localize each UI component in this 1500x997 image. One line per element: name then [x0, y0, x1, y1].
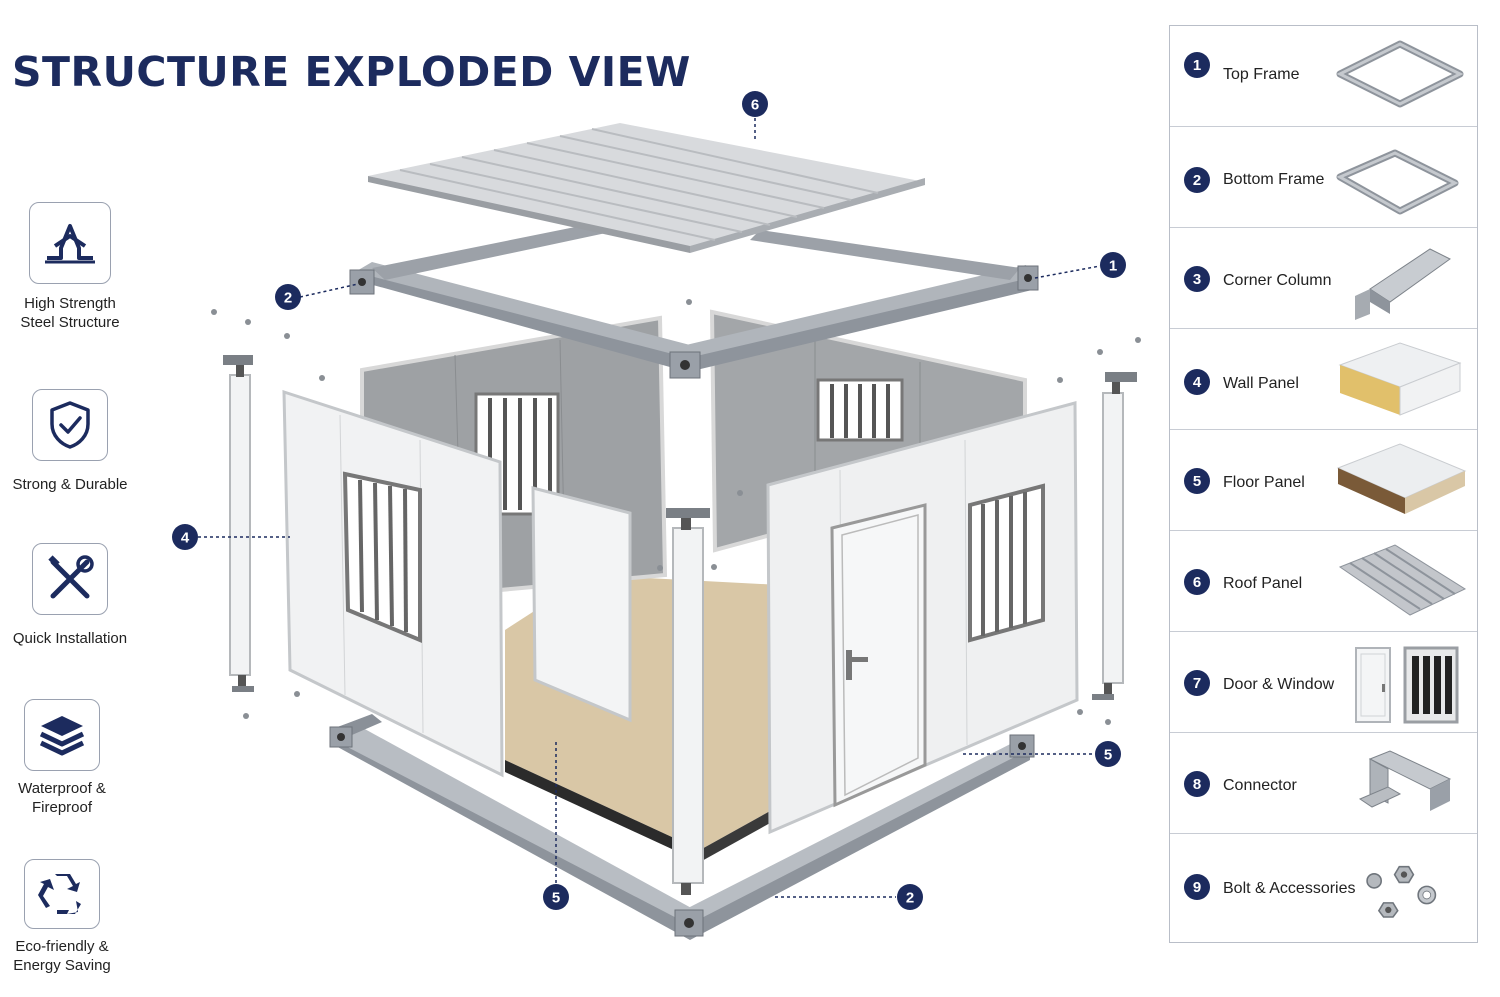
feature-strong-durable: Strong & Durable [0, 389, 140, 494]
page-title: STRUCTURE EXPLODED VIEW [12, 48, 691, 96]
legend-number: 2 [1184, 167, 1210, 193]
bolts-thumbnail [1366, 865, 1437, 918]
top-frame-thumbnail [1336, 40, 1464, 108]
legend-name: Wall Panel [1223, 375, 1299, 392]
feature-label: Strong & Durable [12, 476, 128, 493]
callout-label: 5 [552, 890, 560, 907]
callout-label: 5 [1104, 747, 1112, 764]
legend-number: 5 [1184, 468, 1210, 494]
feature-label: Quick Installation [12, 630, 128, 647]
legend-row-corner-column: 3 Corner Column [1170, 228, 1477, 329]
legend-name: Door & Window [1223, 676, 1335, 693]
callout-label: 2 [906, 890, 914, 907]
legend-name: Connector [1223, 777, 1297, 794]
legend-row-bolts: 9 Bolt & Accessories [1170, 834, 1477, 935]
legend-row-roof-panel: 6 Roof Panel [1170, 531, 1477, 632]
feature-quick-installation: Quick Installation [0, 543, 140, 648]
steel-beam-icon [45, 224, 95, 264]
legend-name: Bottom Frame [1223, 171, 1325, 188]
callout-label: 4 [181, 530, 190, 547]
callout-6-roof: 6 [742, 91, 768, 117]
tools-icon [48, 555, 94, 599]
bolts [211, 299, 1141, 725]
callout-1-top-frame: 1 [1100, 252, 1126, 278]
connector-thumbnail [1358, 750, 1452, 811]
wall-panel-thumbnail [1338, 342, 1462, 416]
recycle-icon [38, 874, 81, 914]
corner-column-thumbnail [1355, 248, 1451, 320]
legend-number: 8 [1184, 771, 1210, 797]
legend-row-connector: 8 Connector [1170, 733, 1477, 834]
door-window-thumbnail [1355, 646, 1459, 724]
feature-box [32, 543, 108, 615]
legend-number: 7 [1184, 670, 1210, 696]
legend-number: 1 [1184, 52, 1210, 78]
legend-row-top-frame: 1 Top Frame [1170, 26, 1477, 127]
corner-columns [223, 355, 1137, 895]
callout-label: 6 [751, 97, 759, 114]
top-frame [349, 222, 1039, 379]
feature-box [24, 699, 100, 771]
callout-4-wall: 4 [172, 524, 198, 550]
legend-name: Corner Column [1223, 272, 1332, 289]
feature-label: Waterproof & Fireproof [18, 780, 106, 816]
shield-check-icon [50, 401, 90, 449]
bottom-frame [329, 714, 1035, 940]
legend-name: Roof Panel [1223, 575, 1303, 592]
front-wall-left [282, 389, 504, 778]
legend-number: 9 [1184, 874, 1210, 900]
roof-panel [368, 123, 925, 253]
legend-name: Floor Panel [1223, 474, 1305, 491]
feature-label: Eco-friendly & Energy Saving [13, 938, 111, 974]
components-legend: 1 Top Frame 2 Bottom Frame 3 Corner Colu… [1169, 25, 1478, 943]
floor-panel-thumbnail [1336, 443, 1467, 514]
legend-number: 3 [1184, 266, 1210, 292]
legend-row-wall-panel: 4 Wall Panel [1170, 329, 1477, 430]
bottom-frame-thumbnail [1336, 149, 1459, 215]
loose-panel [531, 486, 632, 723]
feature-box [24, 859, 100, 929]
legend-number: 6 [1184, 569, 1210, 595]
feature-label: High Strength Steel Structure [20, 295, 120, 331]
roof-panel-thumbnail [1338, 544, 1467, 616]
legend-number: 4 [1184, 369, 1210, 395]
legend-name: Top Frame [1223, 66, 1300, 83]
exploded-diagram: 6 1 2 4 5 5 2 [172, 91, 1141, 940]
legend-name: Bolt & Accessories [1223, 880, 1356, 897]
legend-row-floor-panel: 5 Floor Panel [1170, 430, 1477, 531]
feature-high-strength: High Strength Steel Structure [0, 202, 140, 332]
feature-box [29, 202, 111, 284]
callout-label: 2 [284, 290, 292, 307]
feature-eco-friendly: Eco-friendly & Energy Saving [0, 859, 132, 975]
legend-row-bottom-frame: 2 Bottom Frame [1170, 127, 1477, 228]
callout-5-floor: 5 [543, 884, 569, 910]
callout-label: 1 [1109, 258, 1117, 275]
feature-box [32, 389, 108, 461]
feature-waterproof: Waterproof & Fireproof [0, 699, 132, 817]
legend-row-door-window: 7 Door & Window [1170, 632, 1477, 733]
callout-5-right: 5 [1095, 741, 1121, 767]
layers-icon [39, 716, 85, 756]
callout-2-top: 2 [275, 284, 301, 310]
front-wall-right [766, 401, 1079, 835]
callout-2-bottom: 2 [897, 884, 923, 910]
